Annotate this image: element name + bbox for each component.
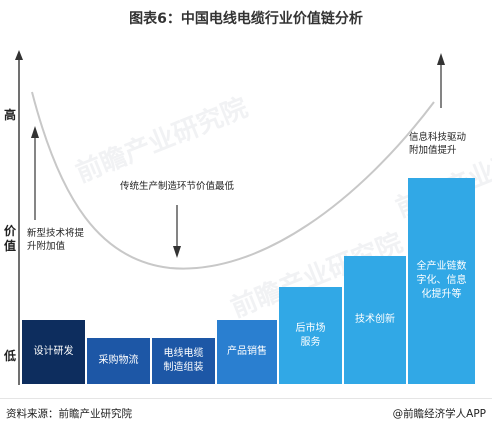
value-curve bbox=[31, 91, 435, 270]
annotation-left: 新型技术将提 升附加值 bbox=[27, 228, 85, 252]
stage-bar: 后市场 服务 bbox=[279, 287, 342, 384]
stage-bar: 电线电缆 制造组装 bbox=[152, 338, 215, 384]
stage-bar: 全产业链数 字化、信息 化提升等 bbox=[408, 178, 475, 384]
y-label-high: 高 bbox=[4, 108, 17, 122]
annotation-middle: 传统生产制造环节价值最低 bbox=[120, 181, 235, 192]
middle-down-arrowhead bbox=[173, 246, 181, 258]
left-up-arrowhead bbox=[31, 126, 39, 138]
chart-title: 图表6：中国电线电缆行业价值链分析 bbox=[129, 11, 363, 27]
footer-divider bbox=[0, 398, 492, 399]
annotation-right: 信息科技驱动 附加值提升 bbox=[409, 132, 467, 156]
stage-bar: 技术创新 bbox=[344, 256, 406, 384]
y-axis-arrowhead bbox=[15, 50, 23, 60]
y-label-value: 价值 bbox=[4, 224, 17, 253]
right-up-arrowhead bbox=[437, 53, 445, 65]
y-label-low: 低 bbox=[4, 349, 17, 363]
stage-bar: 采购物流 bbox=[87, 338, 150, 384]
brand-note: @前瞻经济学人APP bbox=[392, 408, 486, 420]
stage-bar: 产品销售 bbox=[217, 320, 277, 384]
source-note: 资料来源：前瞻产业研究院 bbox=[6, 408, 132, 420]
stage-bar: 设计研发 bbox=[22, 320, 85, 384]
